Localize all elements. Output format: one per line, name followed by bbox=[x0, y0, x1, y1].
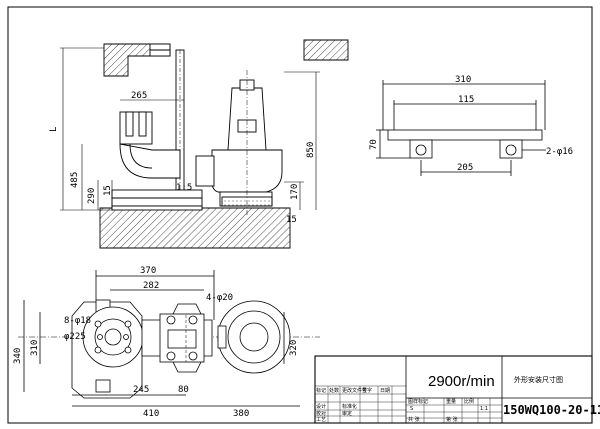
model-number: 150WQ100-20-11 bbox=[503, 403, 600, 417]
svg-text:签字: 签字 bbox=[362, 387, 372, 394]
dim-410: 410 bbox=[143, 409, 159, 419]
dim-15-right: 15 bbox=[286, 215, 297, 225]
detail-slab bbox=[303, 39, 349, 61]
title-block-cells: 标记 处数 更改文件号 签字 日期 设计 标准化 校对 审定 工艺 图样标记 重… bbox=[316, 387, 488, 423]
svg-text:S: S bbox=[410, 406, 413, 412]
svg-text:比例: 比例 bbox=[464, 398, 474, 405]
dim-gradient: 1:5 bbox=[176, 183, 192, 193]
svg-text:标准化: 标准化 bbox=[342, 403, 357, 410]
dim-phi225: φ225 bbox=[64, 332, 86, 342]
dim-290: 290 bbox=[87, 188, 97, 204]
drawing-title: 外形安装尺寸图 bbox=[514, 375, 563, 384]
svg-text:工艺: 工艺 bbox=[316, 417, 326, 423]
svg-text:标记: 标记 bbox=[316, 387, 326, 394]
svg-text:审定: 审定 bbox=[342, 410, 352, 417]
dim-2-holes: 2-φ16 bbox=[546, 147, 573, 157]
dim-320: 320 bbox=[289, 340, 299, 356]
dim-485: 485 bbox=[70, 172, 80, 188]
plan-view bbox=[18, 270, 320, 407]
svg-text:重量: 重量 bbox=[446, 398, 456, 405]
elevation-dimension-lines bbox=[60, 47, 320, 211]
dim-4-holes: 4-φ20 bbox=[206, 293, 233, 303]
svg-text:图样标记: 图样标记 bbox=[408, 398, 428, 405]
title-block bbox=[314, 355, 593, 424]
speed-label: 2900r/min bbox=[428, 373, 495, 390]
floor-slab bbox=[99, 207, 291, 249]
dim-70: 70 bbox=[369, 139, 379, 150]
dim-245: 245 bbox=[133, 385, 149, 395]
sheet-border bbox=[7, 6, 593, 424]
dim-310-plan: 310 bbox=[30, 340, 40, 356]
bracket-view bbox=[376, 80, 546, 176]
svg-text:共 张: 共 张 bbox=[408, 416, 420, 423]
dim-310: 310 bbox=[455, 75, 471, 85]
discharge-pipe bbox=[119, 111, 153, 145]
svg-text:1:1: 1:1 bbox=[480, 406, 488, 412]
dim-80: 80 bbox=[178, 385, 189, 395]
svg-text:校对: 校对 bbox=[316, 410, 326, 417]
dim-370: 370 bbox=[140, 266, 156, 276]
dim-170: 170 bbox=[290, 184, 300, 200]
dim-15-left: 15 bbox=[103, 185, 113, 196]
svg-text:第 张: 第 张 bbox=[446, 416, 458, 423]
dim-380: 380 bbox=[233, 409, 249, 419]
svg-text:日期: 日期 bbox=[380, 388, 390, 394]
svg-text:处数: 处数 bbox=[329, 387, 339, 394]
dim-282: 282 bbox=[143, 281, 159, 291]
dim-8-holes: 8-φ18 bbox=[64, 316, 91, 326]
svg-text:更改文件号: 更改文件号 bbox=[342, 387, 367, 394]
dim-850: 850 bbox=[306, 142, 316, 158]
svg-text:设计: 设计 bbox=[316, 403, 326, 410]
dim-115: 115 bbox=[458, 95, 474, 105]
dim-265: 265 bbox=[131, 91, 147, 101]
dim-205: 205 bbox=[457, 163, 473, 173]
dim-340: 340 bbox=[13, 348, 23, 364]
side-elevation-view bbox=[99, 43, 291, 249]
dim-L: L bbox=[49, 127, 59, 132]
